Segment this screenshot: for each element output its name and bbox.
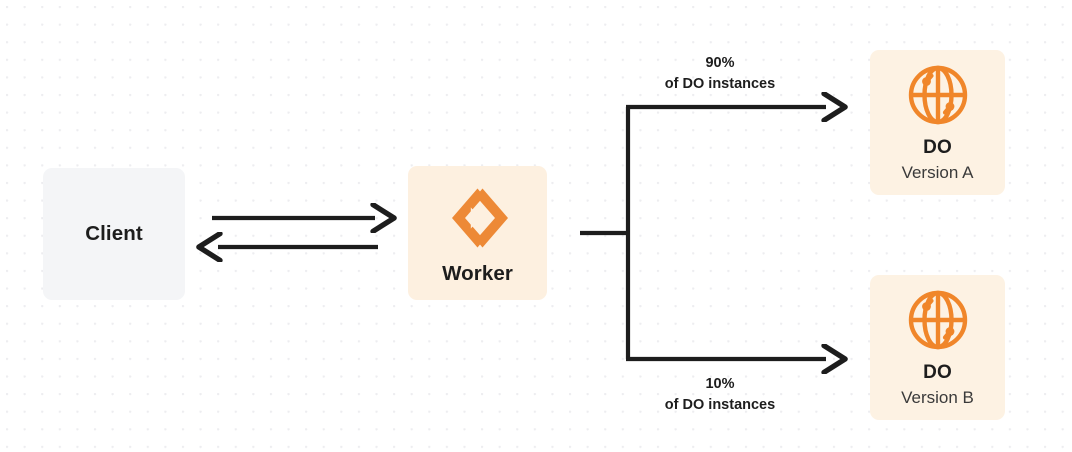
node-do-a: DO Version A (870, 50, 1005, 195)
edge-label-do-a-percent: 90% (705, 55, 735, 71)
node-client-label: Client (85, 221, 143, 245)
edge-label-do-b-description: of DO instances (664, 396, 776, 413)
edge-label-do-a-description: of DO instances (664, 75, 776, 92)
durable-object-globe-icon (905, 287, 971, 353)
edge-label-do-a: 90% of DO instances (612, 53, 828, 94)
cloudflare-workers-icon (440, 184, 516, 252)
node-worker: Worker (408, 166, 547, 300)
node-do-b: DO Version B (870, 275, 1005, 420)
durable-object-globe-icon (905, 62, 971, 128)
node-do-b-sublabel: Version B (901, 387, 974, 407)
node-client: Client (43, 168, 185, 300)
node-do-b-label: DO (923, 361, 952, 383)
node-do-a-label: DO (923, 136, 952, 158)
edge-label-do-b-percent: 10% (705, 376, 735, 392)
edge-label-do-b: 10% of DO instances (612, 374, 828, 415)
node-do-a-sublabel: Version A (901, 162, 974, 182)
node-worker-label: Worker (442, 261, 513, 285)
